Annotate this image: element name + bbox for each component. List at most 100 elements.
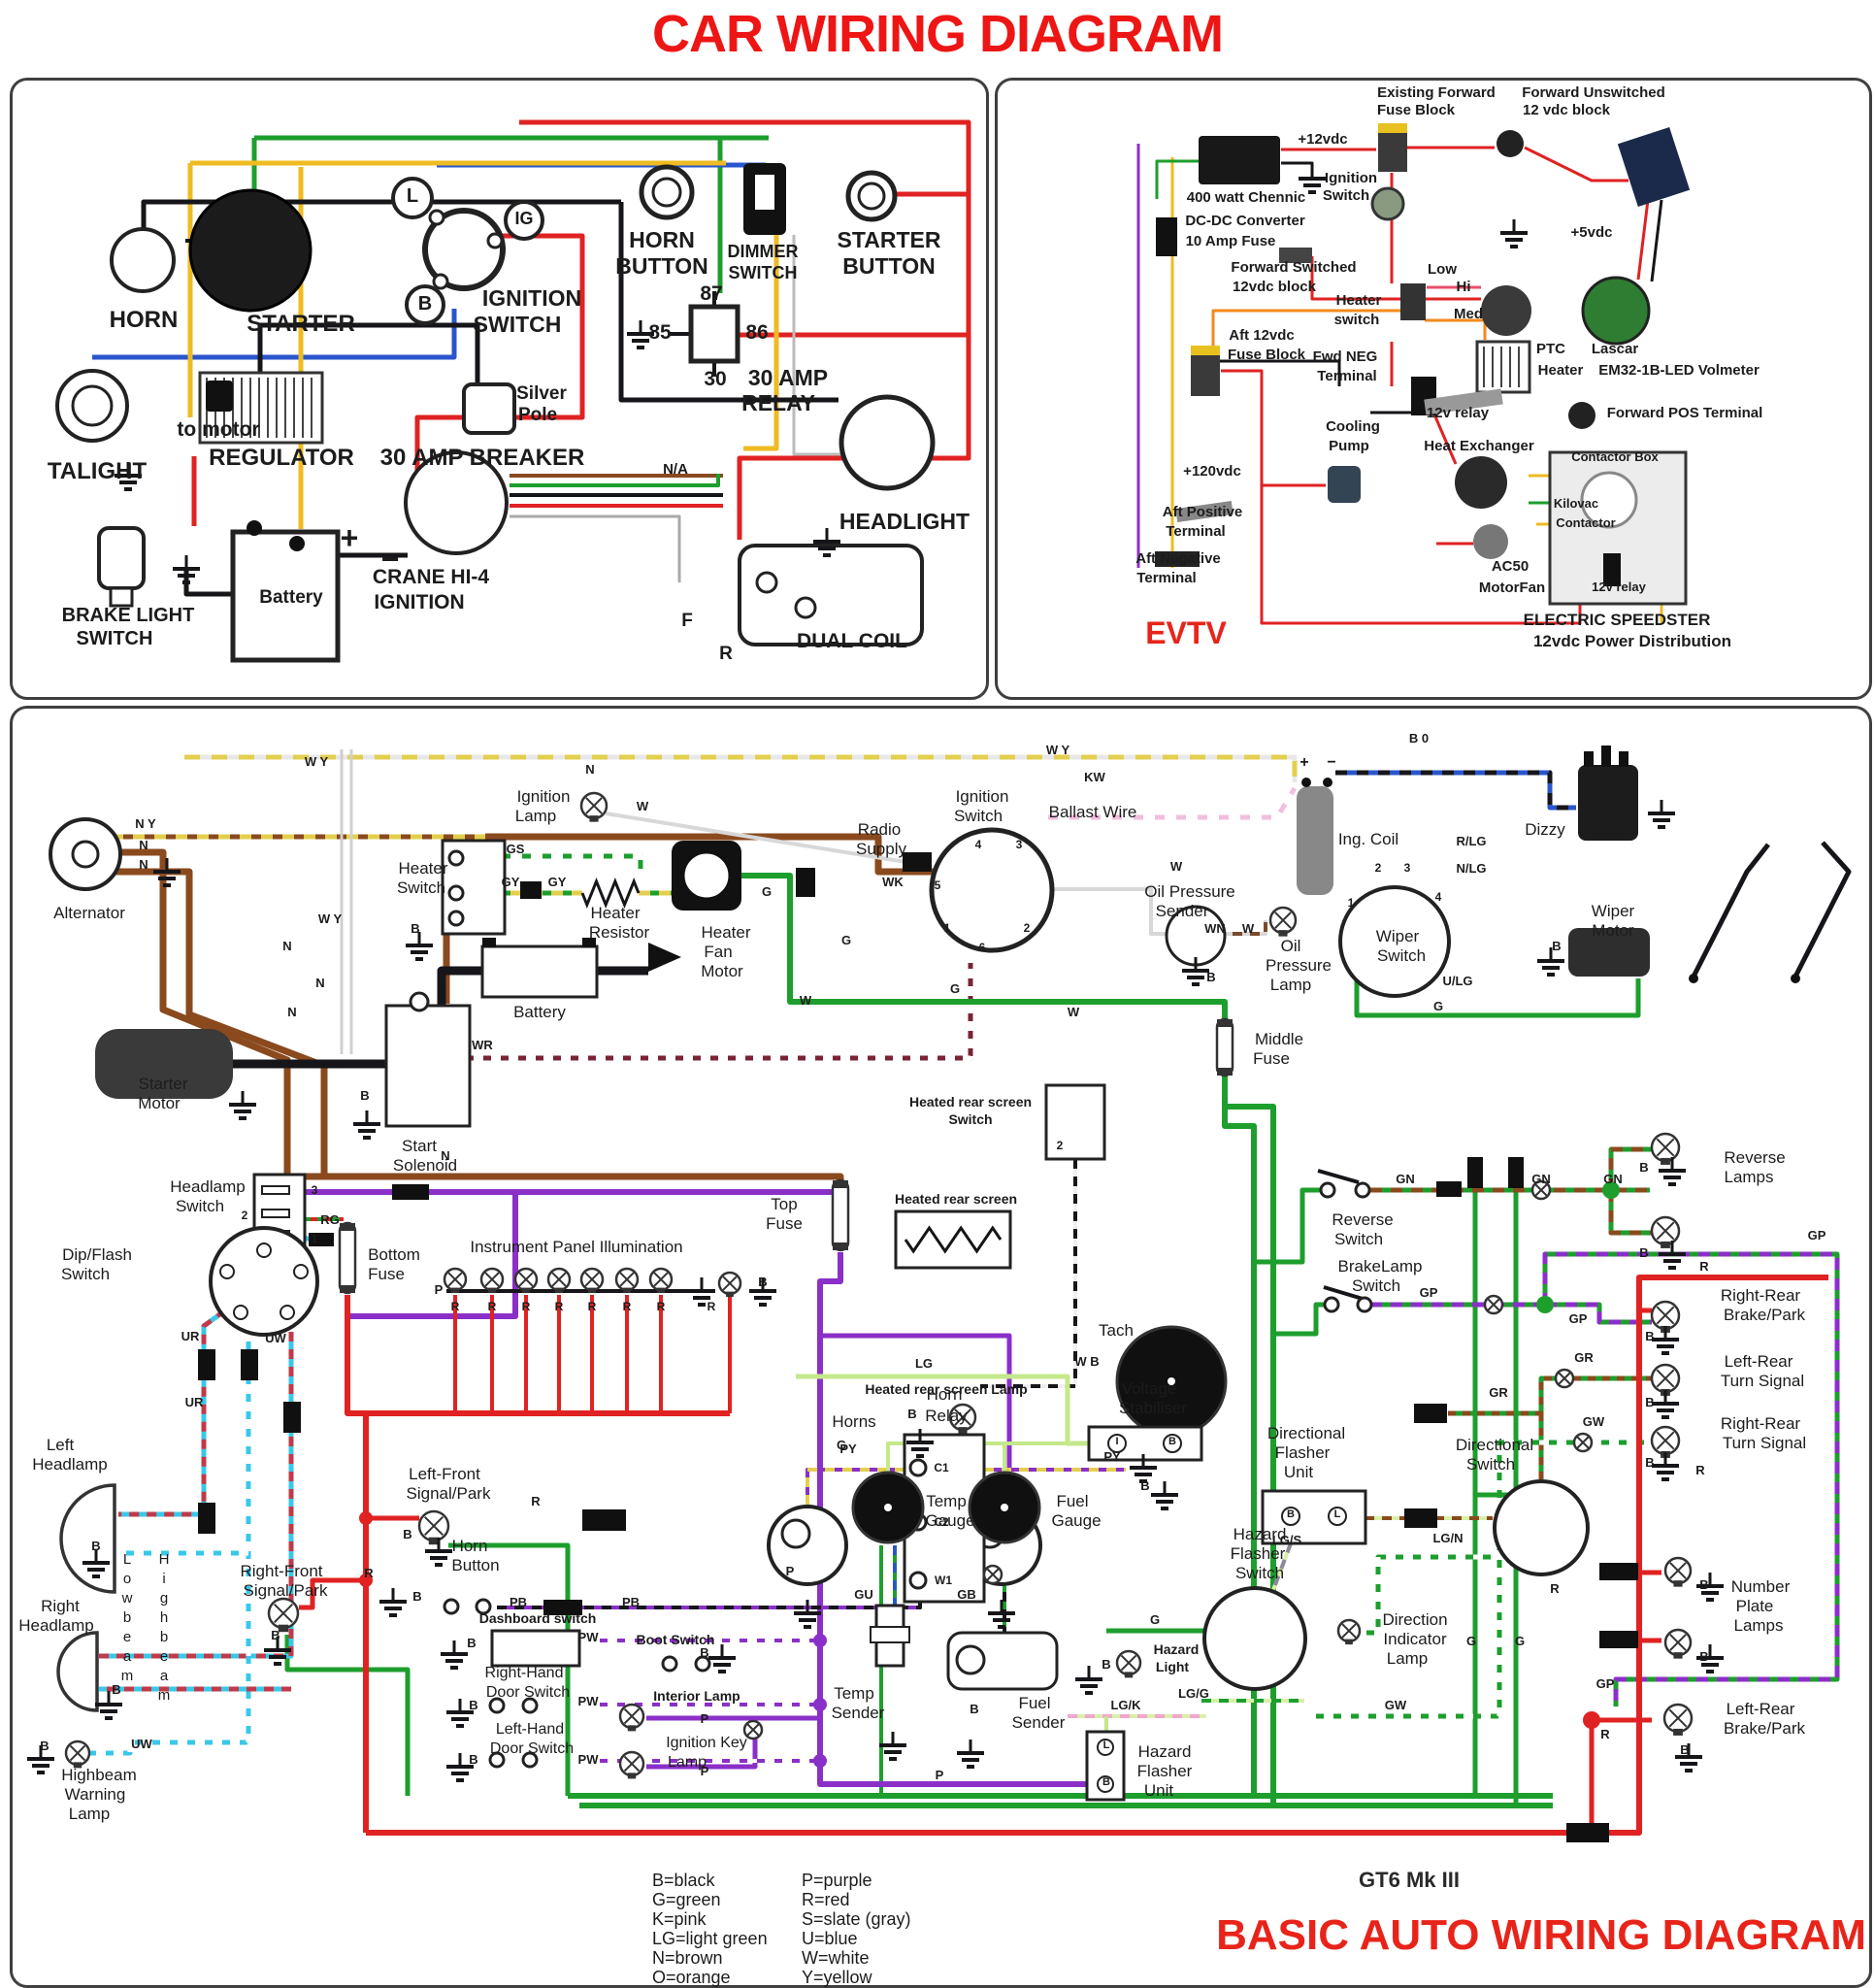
black-batt-left [437,966,482,1008]
horn-button-pin [475,1598,492,1615]
black-conv-gnd [1281,161,1314,177]
yellow-dimmer [743,235,779,451]
orange-ptc [1425,318,1487,340]
panel-lamp-icon-base [726,1291,734,1298]
connector [283,1402,301,1433]
connector [543,1600,582,1615]
battery-terminal [247,520,262,536]
shape-line [584,1272,600,1287]
wiper-switch-icon [1338,885,1451,998]
wb [980,1159,1077,1388]
gn-up [1608,1146,1652,1190]
door-switch-pin [521,1751,539,1769]
dizzy-post [1584,751,1594,767]
junction-dot [1536,1296,1554,1313]
gr-1-base [1448,1375,1652,1416]
alternator-icon-inner [71,840,100,869]
blue-relay-icon [1617,127,1691,207]
solenoid-terminal [409,991,430,1012]
shape-line [1668,1708,1688,1728]
g-reverse [1254,1187,1326,1265]
relay-12v-small-icon [1603,553,1621,586]
shape-line [69,1744,86,1762]
g-leftfront [448,1542,571,1796]
headlamp-switch-bar [261,1185,290,1195]
connector [1566,1823,1609,1842]
crane-green [510,474,720,487]
red-5v [1636,199,1650,281]
middle-fuse-icon [1215,1017,1234,1077]
uw-1-base [130,1332,251,1745]
shape-line [1274,911,1292,929]
black-5v [1650,199,1663,282]
black-battery-gnd [183,569,233,597]
shape-line [1656,1138,1675,1157]
ignition-pin [486,232,504,249]
dip-pin [219,1264,235,1279]
g-main [738,873,1228,1021]
horn-icon [767,1505,848,1586]
flasher-pin-b [1281,1507,1300,1526]
dip-pin [293,1264,309,1279]
heater-switch-pin [447,849,465,867]
horn-relay-pin-c1 [908,1458,928,1477]
p-dip [347,1192,518,1319]
door-switch-pin [488,1751,506,1769]
dizzy-post [1601,746,1611,767]
temp-sender-hex [870,1626,910,1643]
temp-gauge-icon-hub [884,1504,892,1511]
shape-line [623,1707,641,1725]
horn-button-icon-inner [651,177,682,208]
heater-fan-blade [681,850,732,901]
coil-post [794,596,817,619]
gray-dimmer [792,235,840,456]
boot-switch-pin [694,1655,711,1673]
shape-line [1534,1183,1548,1197]
panel-lamp-icon-base [451,1287,459,1294]
wiper-pivot [1689,974,1698,983]
junction-dot [1583,1711,1600,1729]
wb-base [980,1159,1077,1388]
red-top [519,119,971,194]
w-oil [1054,887,1168,936]
black-regulator [257,322,480,384]
battery-terminal [582,938,596,947]
r-right [1609,1275,1828,1836]
py-1 [806,1468,908,1505]
top-fuse-icon-cap [833,1242,848,1250]
panel-gt6-wiring [10,706,1872,1988]
heated-screen-switch-icon [1044,1083,1106,1161]
cooling-pump-icon [1328,466,1361,503]
ur-2-base [99,1332,294,1659]
oil-pressure-lamp-icon-base [1278,930,1288,937]
connector [582,1509,626,1531]
reverse-lever [1317,1169,1360,1184]
stabiliser-pin-i [1107,1434,1127,1453]
coil-terminal [1323,778,1332,787]
red-hx [1430,407,1458,465]
page-title: CAR WIRING DIAGRAM [652,5,1224,63]
horn-icon [110,227,176,293]
connector [198,1349,215,1380]
brakelamp-switch-pin [1323,1296,1340,1313]
shape-line [1487,1298,1500,1311]
gw-2 [1357,1554,1495,1636]
reverse-lamp-icon-base [1661,1157,1670,1165]
connector [1414,1404,1447,1423]
panel-evtv-wiring [995,78,1872,700]
ur-1 [118,1308,227,1517]
junction-dot [813,1634,827,1647]
fwd-unswitched-icon [1497,130,1524,157]
p-main [817,1252,1087,1787]
connector [1467,1157,1483,1188]
interior-lamp-icon-base [627,1725,637,1732]
stabiliser-pin-b [1163,1434,1182,1453]
connector [309,1233,334,1246]
panel-lamp-icon-base [522,1287,530,1294]
shape-line [447,1272,463,1287]
wy [184,754,1298,782]
horn-button-pin [443,1598,460,1615]
shape-line [1669,1634,1687,1651]
starter-icon [188,188,312,313]
